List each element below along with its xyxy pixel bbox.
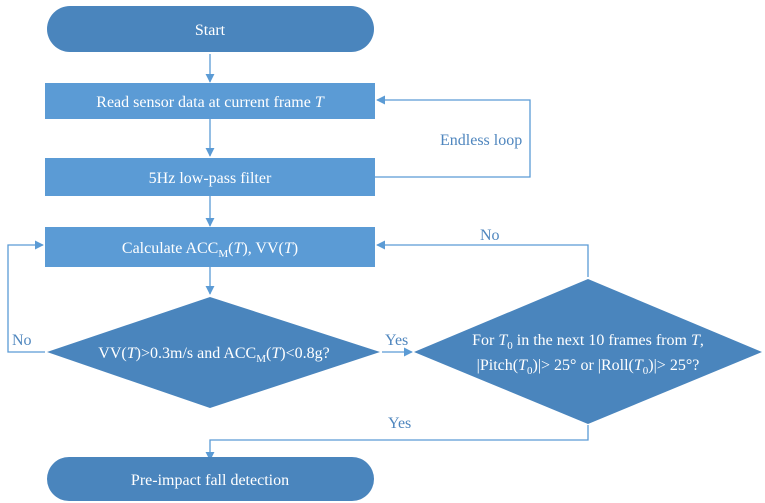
node-decision-pitch-roll: For T0 in the next 10 frames from T, |Pi… — [414, 279, 762, 424]
read-sensor-label: Read sensor data at current frame T — [96, 94, 325, 111]
decision1-label: VV(T)>0.3m/s and ACCM(T)<0.8g? — [98, 345, 329, 365]
node-decision-velocity-acc: VV(T)>0.3m/s and ACCM(T)<0.8g? — [47, 297, 380, 408]
endless-loop-label: Endless loop — [440, 132, 522, 149]
decision1-yes-label: Yes — [385, 332, 408, 349]
start-label: Start — [195, 22, 226, 39]
decision2-yes-label: Yes — [388, 415, 411, 432]
node-start: Start — [47, 6, 374, 52]
decision2-no-label: No — [480, 227, 500, 244]
calculate-label: Calculate ACCM(T), VV(T) — [122, 240, 298, 260]
filter-label: 5Hz low-pass filter — [149, 170, 272, 187]
node-read-sensor: Read sensor data at current frame T — [45, 83, 375, 119]
decision2-line1: For T0 in the next 10 frames from T, — [472, 332, 704, 352]
node-end: Pre-impact fall detection — [47, 457, 374, 501]
edge-decision2-no — [376, 240, 589, 277]
node-low-pass-filter: 5Hz low-pass filter — [45, 158, 375, 196]
edge-decision2-yes — [205, 425, 589, 461]
end-label: Pre-impact fall detection — [131, 472, 289, 489]
decision2-line2: |Pitch(T0)|> 25° or |Roll(T0)|> 25°? — [477, 357, 700, 377]
edges — [7, 54, 589, 461]
node-calculate: Calculate ACCM(T), VV(T) — [45, 227, 375, 267]
edge-decision1-no — [7, 240, 45, 353]
edge-endless-loop — [374, 95, 531, 178]
decision1-no-label: No — [12, 332, 32, 349]
